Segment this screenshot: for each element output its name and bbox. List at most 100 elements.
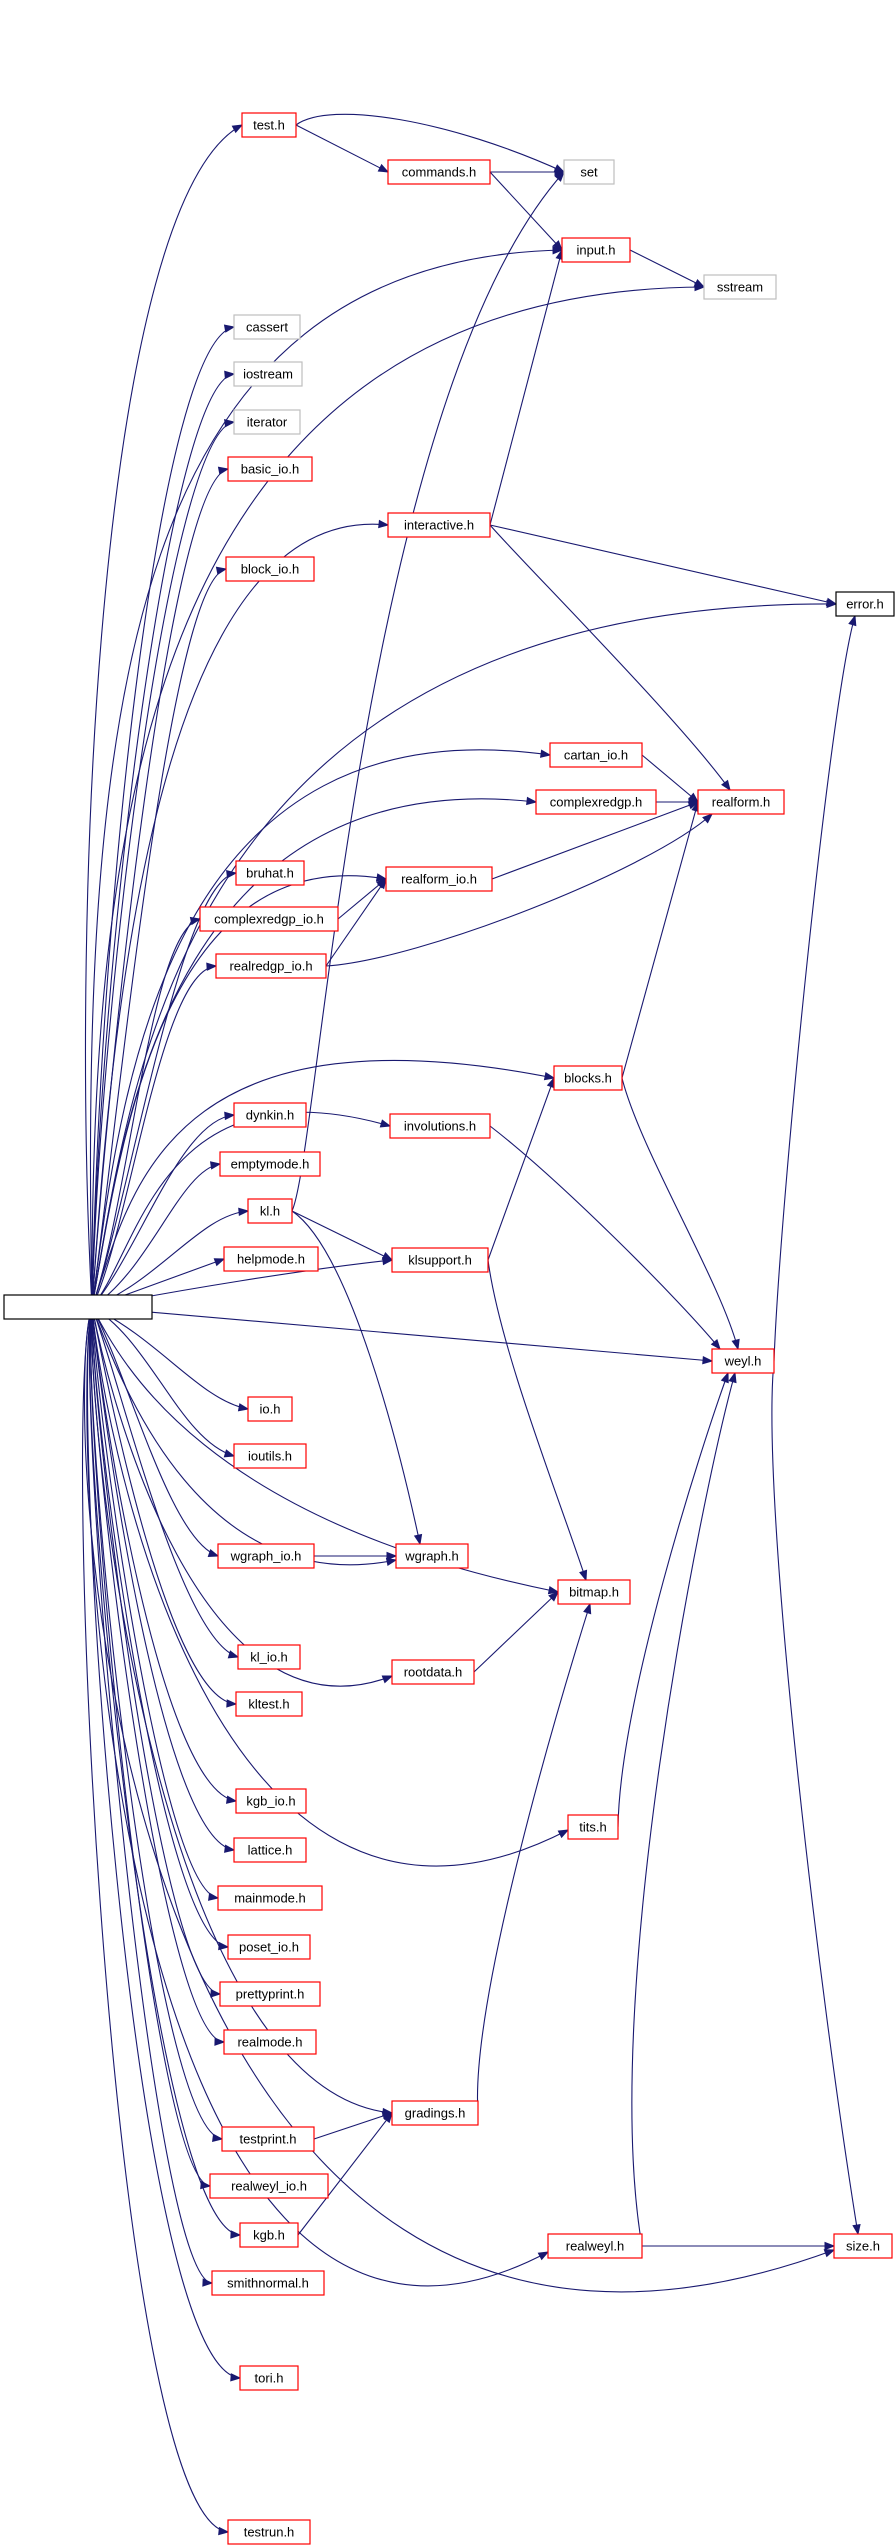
node-box [227, 456, 313, 482]
node-box [235, 1788, 307, 1814]
node-io-h[interactable]: io.h [247, 1396, 293, 1422]
node-label: wgraph_io.h [230, 1548, 302, 1563]
node-label: rootdata.h [404, 1664, 463, 1679]
edge-root-to-tits_h [91, 1306, 569, 1867]
arrowhead-realweyl_h-to-weyl_h [728, 1371, 737, 1384]
node-tits-h[interactable]: tits.h [567, 1814, 619, 1840]
node-bruhat-h[interactable]: bruhat.h [235, 860, 305, 886]
node-kltest-h[interactable]: kltest.h [235, 1691, 303, 1717]
arrowhead-root-to-sstream [694, 282, 706, 292]
edge-root-to-rootdata_h [91, 1306, 393, 1687]
node-input-h[interactable]: input.h [561, 237, 631, 263]
arrowhead-root-to-realmode_h [214, 2037, 226, 2046]
node-label: test.h [253, 117, 285, 132]
node-box [217, 1543, 315, 1569]
node-box [233, 1837, 307, 1863]
arrowhead-weyl_h-to-error_h [848, 614, 857, 627]
node-poset-io-h[interactable]: poset_io.h [227, 1934, 311, 1960]
edge-root-to-testrun_h [81, 1306, 229, 2533]
node-testrun-h[interactable]: testrun.h [227, 2519, 311, 2545]
arrowhead-realweyl_h-to-size_h [824, 2241, 836, 2251]
node-cartan-io-h[interactable]: cartan_io.h [549, 742, 643, 768]
node-testprint-h[interactable]: testprint.h [221, 2126, 315, 2152]
node-label: size.h [846, 2238, 880, 2253]
node-involutions-h[interactable]: involutions.h [389, 1113, 491, 1139]
node-label: bruhat.h [246, 865, 294, 880]
node-blocks-h[interactable]: blocks.h [553, 1065, 623, 1091]
node-dynkin-h[interactable]: dynkin.h [233, 1102, 307, 1128]
node-prettyprint-h[interactable]: prettyprint.h [219, 1981, 321, 2007]
node-basic-io-h[interactable]: basic_io.h [227, 456, 313, 482]
node-gradings-h[interactable]: gradings.h [391, 2100, 479, 2126]
node-label: smithnormal.h [227, 2275, 309, 2290]
node-block-io-h[interactable]: block_io.h [225, 556, 315, 582]
node-bitmap-h[interactable]: bitmap.h [557, 1579, 631, 1605]
edge-weyl_h-to-size_h [771, 1360, 859, 2235]
node-realform-h[interactable]: realform.h [697, 789, 785, 815]
node-size-h[interactable]: size.h [833, 2233, 893, 2259]
node-realmode-h[interactable]: realmode.h [223, 2029, 317, 2055]
node-wgraph-h[interactable]: wgraph.h [395, 1543, 469, 1569]
node-box [711, 1348, 775, 1374]
arrowhead-root-to-interactive_h [378, 519, 390, 529]
arrowhead-root-to-basic_io_h [217, 466, 230, 475]
node-realform-io-h[interactable]: realform_io.h [385, 866, 493, 892]
node-box [209, 2173, 329, 2199]
node-klsupport-h[interactable]: klsupport.h [391, 1247, 489, 1273]
node-kgb-io-h[interactable]: kgb_io.h [235, 1788, 307, 1814]
node-weyl-h[interactable]: weyl.h [711, 1348, 775, 1374]
node-error-h[interactable]: error.h [835, 591, 895, 617]
node-label: kl_io.h [250, 1649, 288, 1664]
node-emptymode-h[interactable]: emptymode.h [219, 1151, 321, 1177]
node-tori-h[interactable]: tori.h [239, 2365, 299, 2391]
arrowhead-root-to-kgb_h [230, 2230, 242, 2239]
node-realredgp-io-h[interactable]: realredgp_io.h [215, 953, 327, 979]
node-label: block_io.h [241, 561, 300, 576]
node-mainmode-h[interactable]: mainmode.h [217, 1885, 323, 1911]
node-smithnormal-h[interactable]: smithnormal.h [211, 2270, 325, 2296]
node-lattice-h[interactable]: lattice.h [233, 1837, 307, 1863]
node-box [227, 1934, 311, 1960]
node-box [567, 1814, 619, 1840]
node-wgraph-io-h[interactable]: wgraph_io.h [217, 1543, 315, 1569]
node-box [233, 1443, 307, 1469]
node-kgb-h[interactable]: kgb.h [239, 2222, 299, 2248]
node-box [221, 2126, 315, 2152]
arrowhead-root-to-io_h [237, 1403, 250, 1412]
node-helpmode-h[interactable]: helpmode.h [223, 1246, 319, 1272]
node-box [385, 866, 493, 892]
arrowhead-root-to-cassert [223, 324, 236, 333]
node-ioutils-h[interactable]: ioutils.h [233, 1443, 307, 1469]
arrowhead-kl_h-to-wgraph_h [413, 1533, 423, 1546]
node-label: set [580, 164, 598, 179]
node-rootdata-h[interactable]: rootdata.h [391, 1659, 475, 1685]
edge-interactive_h-to-input_h [489, 249, 563, 526]
node-test-h[interactable]: test.h [241, 112, 297, 138]
node-realweyl-io-h[interactable]: realweyl_io.h [209, 2173, 329, 2199]
node-label: sources/test/test.cpp [18, 1299, 137, 1314]
edge-realweyl_h-to-weyl_h [631, 1372, 736, 2247]
edge-root-to-realredgp_io_h [91, 965, 217, 1308]
node-box [561, 237, 631, 263]
node-commands-h[interactable]: commands.h [387, 159, 491, 185]
node-label: kgb.h [253, 2227, 285, 2242]
node-box [387, 512, 491, 538]
edge-root-to-wgraph_h [91, 1306, 397, 1566]
arrowhead-weyl_h-to-size_h [852, 2223, 861, 2236]
edge-realredgp_io_h-to-realform_io_h [325, 878, 387, 967]
arrowhead-test_h-to-commands_h [377, 163, 390, 173]
arrowhead-root-to-testrun_h [218, 2526, 230, 2536]
node-complexredgp-h[interactable]: complexredgp.h [535, 789, 657, 815]
node-interactive-h[interactable]: interactive.h [387, 512, 491, 538]
node-box [3, 1294, 153, 1320]
node-box [247, 1198, 293, 1224]
arrowhead-root-to-kltest_h [226, 1699, 238, 1708]
node-kl-h[interactable]: kl.h [247, 1198, 293, 1224]
arrowhead-root-to-realweyl_h [537, 2251, 550, 2261]
node-complexredgp-io-h[interactable]: complexredgp_io.h [199, 906, 339, 932]
node-realweyl-h[interactable]: realweyl.h [547, 2233, 643, 2259]
edge-root-to-input_h [89, 249, 563, 1308]
node-box [549, 742, 643, 768]
node-box [387, 159, 491, 185]
node-kl-io-h[interactable]: kl_io.h [237, 1644, 301, 1670]
